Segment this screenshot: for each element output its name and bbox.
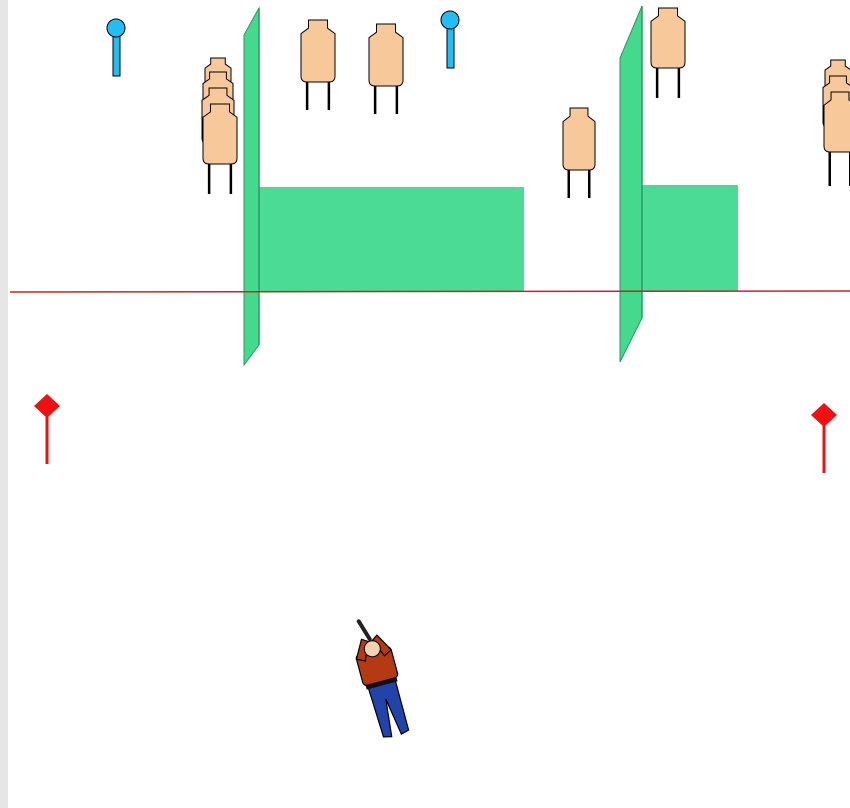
wall-barrier-right[interactable] <box>619 5 738 363</box>
range-flag-right[interactable] <box>811 403 837 473</box>
paper-target-1[interactable] <box>300 19 336 110</box>
no-shoot-head <box>106 18 126 38</box>
shooter-figure[interactable] <box>347 615 413 740</box>
paper-target-2[interactable] <box>368 23 404 114</box>
left-border <box>0 0 8 808</box>
target-body <box>823 91 850 153</box>
range-flag-left[interactable] <box>34 394 60 464</box>
shooter-gun <box>356 619 372 642</box>
paper-target-stack-right[interactable] <box>822 59 850 186</box>
fault-line <box>9 290 850 293</box>
no-shoot-target-1[interactable] <box>106 18 126 77</box>
no-shoot-target-2[interactable] <box>440 10 460 69</box>
paper-target-4[interactable] <box>650 7 686 98</box>
barrier-low-wall <box>258 187 524 291</box>
wall-barrier-left[interactable] <box>243 6 524 367</box>
shooter-head <box>363 640 381 658</box>
barrier-vertical-panel <box>243 6 260 367</box>
no-shoot-head <box>440 10 460 30</box>
target-body <box>300 19 336 83</box>
target-body <box>202 103 238 165</box>
target-body <box>368 23 404 87</box>
shooter-legs <box>367 679 410 738</box>
target-body <box>650 7 686 69</box>
paper-target-stack-left[interactable] <box>201 57 238 194</box>
barrier-vertical-panel <box>619 5 643 363</box>
barrier-low-wall <box>642 185 738 291</box>
target-body <box>562 107 596 171</box>
paper-target-3[interactable] <box>562 107 596 198</box>
